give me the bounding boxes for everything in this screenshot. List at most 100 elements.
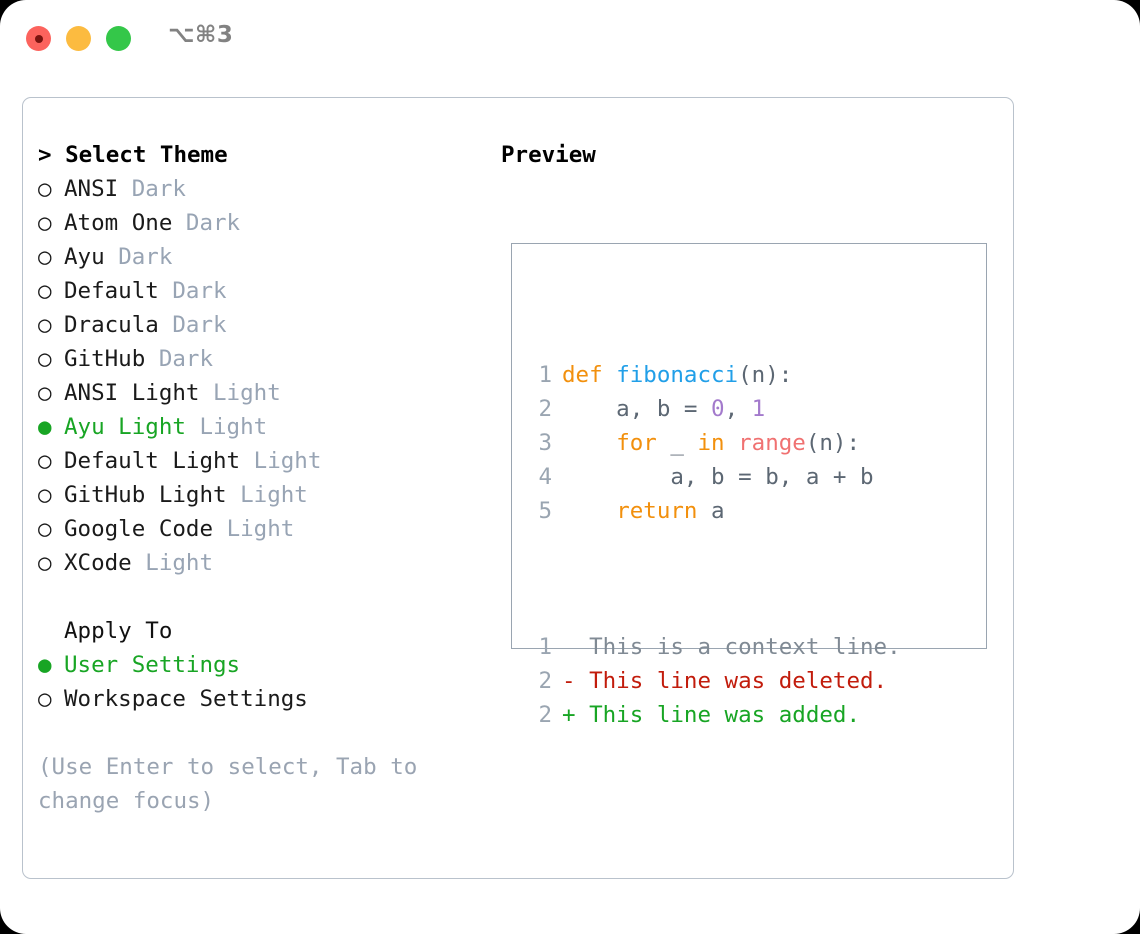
theme-name: Ayu Light	[64, 414, 186, 440]
diff-line: 2 + This line was added.	[526, 698, 901, 732]
code-token: ,	[724, 396, 752, 422]
line-number: 2	[538, 702, 552, 728]
theme-list-item[interactable]: ○ Ayu Dark	[38, 240, 468, 274]
code-token: fibonacci	[616, 362, 739, 388]
theme-name: Ayu	[64, 244, 105, 270]
theme-list-item[interactable]: ○Default Light Light	[38, 444, 468, 478]
theme-name: GitHub	[64, 346, 146, 372]
code-line: 5 return a	[526, 494, 901, 528]
radio-unselected-icon[interactable]: ○	[38, 516, 52, 542]
radio-unselected-icon[interactable]: ○	[38, 482, 52, 508]
diff-line: 2- This line was deleted.	[526, 664, 901, 698]
code-token: range	[738, 430, 806, 456]
minimize-button[interactable]	[66, 26, 91, 51]
radio-unselected-icon[interactable]: ○	[38, 448, 52, 474]
diff-line: 1 This is a context line.	[526, 630, 901, 664]
theme-list-item[interactable]: ○Default Dark	[38, 274, 468, 308]
diff-sign: -	[562, 668, 576, 694]
radio-unselected-icon[interactable]: ○	[38, 312, 52, 338]
title-bar: ⌥⌘3	[0, 0, 1140, 76]
theme-name: Dracula	[64, 312, 159, 338]
code-token	[725, 430, 739, 456]
radio-unselected-icon[interactable]: ○	[38, 210, 52, 236]
diff-lines: 1 This is a context line.2- This line wa…	[526, 630, 901, 732]
close-button[interactable]	[26, 26, 51, 51]
theme-name: Atom One	[64, 210, 173, 236]
code-token: _	[656, 430, 698, 456]
theme-list-item[interactable]: ○Google Code Light	[38, 512, 468, 546]
diff-text: This is a context line.	[575, 634, 901, 660]
code-token: 1	[751, 396, 766, 422]
line-number: 2	[538, 668, 552, 694]
keyboard-hint: (Use Enter to select, Tab to change focu…	[38, 754, 418, 814]
radio-unselected-icon[interactable]: ○	[38, 176, 52, 202]
code-token: 0	[711, 396, 725, 422]
code-token: def	[562, 362, 603, 388]
maximize-button[interactable]	[106, 26, 131, 51]
code-token	[562, 430, 616, 456]
theme-list-item[interactable]: ○XCode Light	[38, 546, 468, 580]
radio-selected-icon[interactable]: ●	[38, 652, 52, 678]
apply-to-option[interactable]: ●User Settings	[38, 648, 468, 682]
code-token	[562, 498, 616, 524]
theme-list-item[interactable]: ○Atom One Dark	[38, 206, 468, 240]
line-number: 3	[538, 430, 552, 456]
theme-list-item[interactable]: ○ ANSI Dark	[38, 172, 468, 206]
line-number: 1	[538, 634, 552, 660]
code-token: return	[616, 498, 698, 524]
theme-list-item[interactable]: ○ GitHub Dark	[38, 342, 468, 376]
apply-to-header: Apply To	[64, 618, 173, 644]
theme-name: Default Light	[64, 448, 241, 474]
code-token: a, b = b, a + b	[562, 464, 874, 490]
diff-sign: +	[562, 702, 576, 728]
theme-variant-label: Light	[240, 482, 308, 508]
theme-name: ANSI Light	[64, 380, 200, 406]
radio-unselected-icon[interactable]: ○	[38, 380, 52, 406]
theme-list-item[interactable]: ○ Dracula Dark	[38, 308, 468, 342]
line-number: 5	[538, 498, 552, 524]
diff-sign	[562, 634, 576, 660]
diff-text: This line was added.	[575, 702, 861, 728]
code-token: a, b =	[562, 396, 712, 422]
theme-list: ○ANSI Dark○Atom One Dark○Ayu Dark○Defaul…	[38, 172, 468, 580]
theme-variant-label: Dark	[118, 244, 173, 270]
theme-list-item[interactable]: ○ ANSI Light Light	[38, 376, 468, 410]
radio-unselected-icon[interactable]: ○	[38, 346, 52, 372]
apply-to-option[interactable]: ○ Workspace Settings	[38, 682, 468, 716]
theme-variant-label: Dark	[158, 346, 214, 372]
select-theme-header: > Select Theme	[38, 142, 228, 168]
radio-unselected-icon[interactable]: ○	[38, 686, 52, 712]
theme-variant-label: Dark	[172, 312, 227, 338]
radio-unselected-icon[interactable]: ○	[38, 244, 52, 270]
radio-unselected-icon[interactable]: ○	[38, 278, 52, 304]
line-number: 4	[538, 464, 552, 490]
theme-picker-column: > Select Theme ○ANSI Dark○Atom One Dark○…	[38, 138, 468, 818]
apply-to-label: Workspace Settings	[64, 686, 308, 712]
theme-variant-label: Dark	[131, 176, 186, 202]
code-token: (n):	[805, 430, 861, 456]
code-token	[603, 362, 617, 388]
theme-variant-label: Light	[226, 516, 295, 542]
diff-text: This line was deleted.	[575, 668, 888, 694]
theme-name: XCode	[64, 550, 132, 576]
code-token: in	[697, 430, 725, 456]
code-line: 2 a, b = 0, 1	[526, 392, 901, 426]
theme-list-item[interactable]: ● Ayu Light Light	[38, 410, 468, 444]
code-token: a	[697, 498, 725, 524]
code-token: for	[616, 430, 657, 456]
theme-name: ANSI	[64, 176, 119, 202]
theme-variant-label: Light	[199, 414, 268, 440]
preview-title: Preview	[501, 142, 596, 168]
radio-selected-icon[interactable]: ●	[38, 414, 52, 440]
theme-variant-label: Dark	[172, 278, 227, 304]
radio-unselected-icon[interactable]: ○	[38, 550, 52, 576]
theme-list-item[interactable]: ○GitHub Light Light	[38, 478, 468, 512]
theme-variant-label: Light	[213, 380, 281, 406]
spacer	[38, 580, 468, 614]
code-token: (n):	[738, 362, 793, 388]
